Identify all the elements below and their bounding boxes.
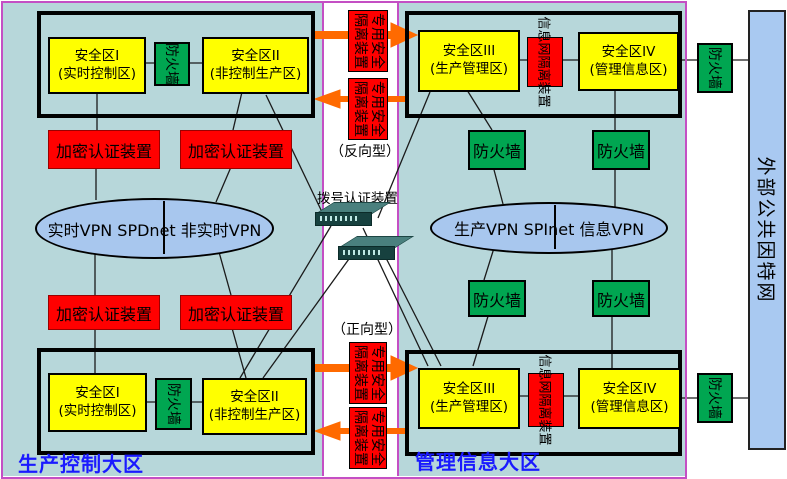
zone2-subtitle: (非控制生产区) (208, 406, 301, 423)
zone3-box-bottom: 安全区III (生产管理区) (418, 368, 520, 429)
info-zone-box-top (405, 11, 682, 118)
production-control-region-label: 生产控制大区 (18, 452, 144, 476)
isolation-device-forward-2: 专用安全 隔离装置 (349, 407, 387, 469)
firewall-label: 防火墙 (163, 43, 179, 85)
encryption-label: 加密认证装置 (55, 304, 152, 324)
zone2-box-top: 安全区II (非控制生产区) (202, 37, 309, 94)
isolation-label-line2: 隔离装置 (352, 81, 368, 137)
isolation-label-line2: 隔离装置 (352, 345, 368, 401)
isolation-label-line2: 隔离装置 (352, 410, 368, 466)
firewall-label: 防火墙 (472, 142, 521, 161)
encryption-device-2: 加密认证装置 (180, 130, 292, 169)
encryption-device-1: 加密认证装置 (48, 130, 160, 169)
isolation-label-line1: 专用安全 (369, 345, 385, 401)
firewall-box-external-bottom: 防火墙 (697, 373, 733, 423)
zone4-subtitle: (管理信息区) (590, 398, 669, 415)
forward-type-label: （正向型） (332, 322, 402, 338)
zone4-box-top: 安全区IV (管理信息区) (578, 32, 679, 91)
zone2-title: 安全区II (230, 388, 279, 405)
info-isolation-device-top: 信息网隔离装置 (527, 16, 563, 108)
dialup-router-1 (315, 200, 395, 226)
zone1-subtitle: (实时控制区) (57, 65, 137, 82)
isolation-label-line2: 隔离装置 (352, 13, 368, 69)
management-info-region-label: 管理信息大区 (415, 450, 541, 474)
zone1-title: 安全区I (75, 384, 120, 401)
zone1-box-bottom: 安全区I (实时控制区) (48, 373, 147, 432)
external-internet-label: 外部公共因特网 (754, 156, 777, 304)
firewall-box-right-3: 防火墙 (468, 280, 526, 317)
external-internet-bar: 外部公共因特网 (748, 10, 786, 450)
info-isolation-label: 信息网隔离装置 (535, 16, 551, 108)
info-isolation-label: 信息网隔离装置 (536, 354, 552, 446)
zone1-subtitle: (实时控制区) (58, 402, 137, 419)
zone4-subtitle: (管理信息区) (589, 61, 668, 78)
zone4-title: 安全区IV (602, 380, 657, 397)
zone1-box-top: 安全区I (实时控制区) (48, 37, 146, 94)
firewall-box-right-4: 防火墙 (592, 280, 650, 317)
control-zone-box-bottom (37, 348, 315, 455)
zone4-box-bottom: 安全区IV (管理信息区) (578, 368, 681, 429)
dialup-router-2 (338, 234, 418, 260)
zone3-title: 安全区III (442, 380, 496, 397)
firewall-box-topleft: 防火墙 (154, 42, 190, 86)
isolation-label-line1: 专用安全 (369, 410, 385, 466)
isolation-device-reverse-1: 专用安全 隔离装置 (348, 10, 388, 72)
info-isolation-device-bottom: 信息网隔离装置 (528, 354, 564, 446)
encryption-device-3: 加密认证装置 (48, 295, 160, 330)
encryption-label: 加密认证装置 (187, 141, 284, 161)
isolation-label-line1: 专用安全 (369, 81, 385, 137)
zone2-subtitle: (非控制生产区) (209, 65, 302, 82)
firewall-label: 防火墙 (706, 47, 722, 89)
isolation-label-line1: 专用安全 (369, 13, 385, 69)
zone2-box-bottom: 安全区II (非控制生产区) (202, 378, 307, 435)
isolation-device-reverse-2: 专用安全 隔离装置 (348, 78, 388, 140)
zone3-title: 安全区III (442, 43, 496, 60)
zone3-subtitle: (生产管理区) (429, 398, 509, 415)
ellipse-divider (554, 205, 556, 249)
zone2-title: 安全区II (231, 47, 280, 64)
encryption-label: 加密认证装置 (187, 304, 284, 324)
reverse-type-label: （反向型） (330, 144, 400, 160)
encryption-label: 加密认证装置 (55, 141, 152, 161)
control-zone-box-top (37, 11, 315, 118)
firewall-label: 防火墙 (164, 383, 181, 425)
firewall-label: 防火墙 (596, 290, 645, 310)
ellipse-divider (163, 201, 165, 254)
spdnet-ellipse: 实时VPN SPDnet 非实时VPN (35, 198, 274, 259)
firewall-label: 防火墙 (596, 142, 645, 161)
zone4-title: 安全区IV (601, 43, 656, 60)
zone1-title: 安全区I (74, 47, 120, 64)
firewall-box-external-top: 防火墙 (697, 43, 733, 93)
spdnet-label: 实时VPN SPDnet 非实时VPN (47, 220, 262, 240)
firewall-box-bottomleft: 防火墙 (155, 378, 192, 430)
zone3-box-top: 安全区III (生产管理区) (418, 30, 520, 92)
firewall-box-right-1: 防火墙 (468, 130, 526, 170)
encryption-device-4: 加密认证装置 (180, 295, 292, 330)
spinet-ellipse: 生产VPN SPInet 信息VPN (430, 202, 668, 254)
zone3-subtitle: (生产管理区) (429, 61, 509, 77)
isolation-device-forward-1: 专用安全 隔离装置 (349, 342, 387, 404)
firewall-label: 防火墙 (706, 377, 722, 419)
spinet-label: 生产VPN SPInet 信息VPN (453, 220, 645, 239)
firewall-box-right-2: 防火墙 (592, 130, 650, 170)
firewall-label: 防火墙 (472, 290, 521, 310)
